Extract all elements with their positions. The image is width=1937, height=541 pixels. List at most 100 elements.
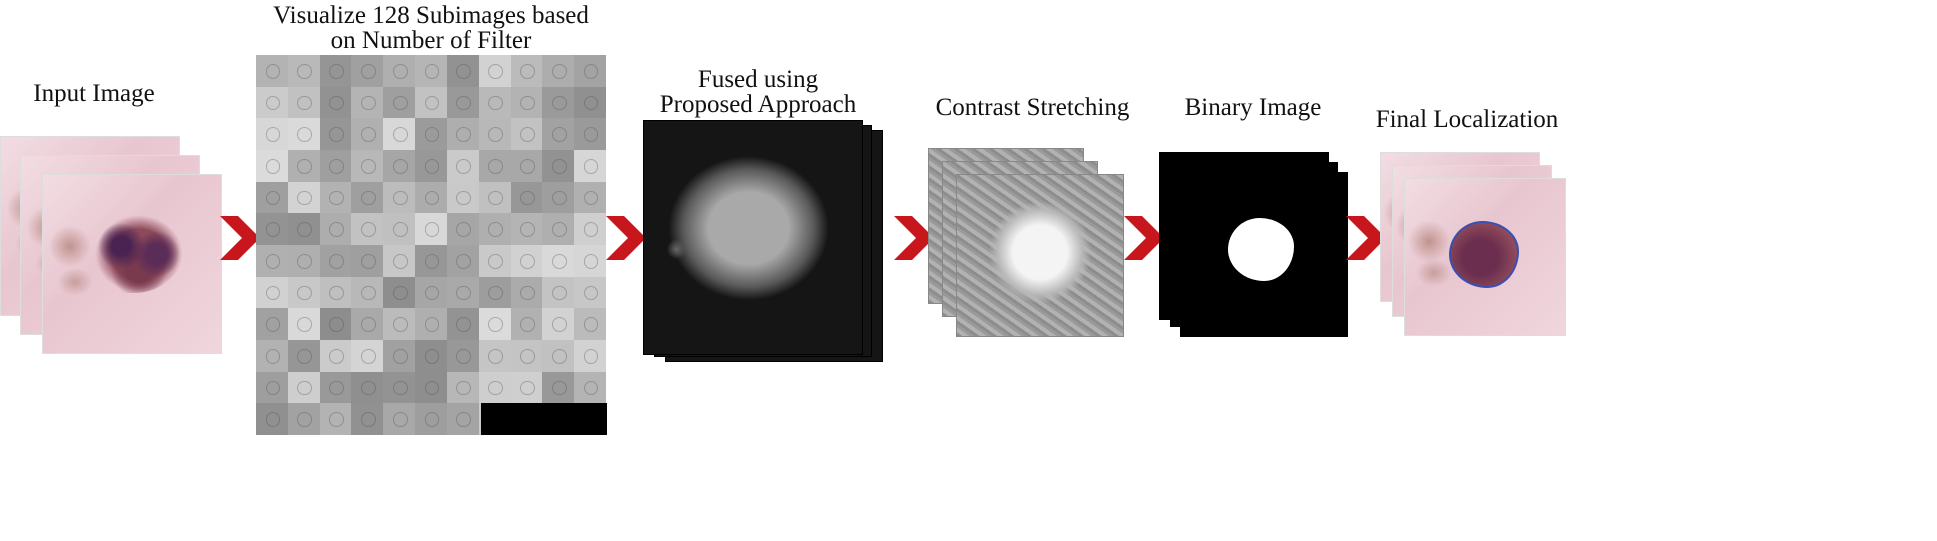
subimage-tile [415, 339, 447, 372]
subimage-tile [510, 339, 543, 372]
subimage-tile [287, 118, 320, 150]
subimage-tile [415, 55, 447, 87]
subimage-tile [446, 308, 479, 340]
subimage-tile [415, 86, 447, 119]
subimage-tile [351, 86, 384, 119]
subimage-tile [351, 213, 384, 245]
label-fused-line2: Proposed Approach [659, 91, 857, 118]
subimage-tile [478, 308, 511, 340]
subimage-tile [256, 308, 288, 340]
subimage-tile [319, 118, 352, 150]
subimage-tile [478, 213, 511, 245]
subimage-tile [574, 244, 606, 277]
label-contrast-stretching: Contrast Stretching [935, 94, 1130, 121]
subimage-tile [415, 181, 447, 214]
subimage-tile [574, 86, 606, 119]
lesion-region [95, 215, 183, 293]
subimage-tile [574, 371, 606, 404]
subimage-tile [351, 276, 384, 309]
subimage-tile [574, 55, 606, 87]
subimage-tile [383, 118, 416, 150]
subimage-mosaic [256, 55, 606, 435]
subimage-tile [415, 213, 447, 245]
subimage-tile [542, 118, 575, 150]
subimage-tile [351, 403, 384, 435]
subimage-tile [287, 55, 320, 87]
subimage-tile [510, 149, 543, 182]
subimage-tile [478, 118, 511, 150]
subimage-tile [478, 149, 511, 182]
subimage-tile [446, 118, 479, 150]
subimage-tile [256, 149, 288, 182]
arrow-chevron-icon-3 [894, 216, 934, 260]
subimage-tile [446, 86, 479, 119]
subimage-tile [256, 244, 288, 277]
subimage-tile [256, 55, 288, 87]
binary-mask-region [1228, 218, 1294, 281]
subimage-tile [446, 55, 479, 87]
label-binary-image: Binary Image [1184, 94, 1322, 121]
subimage-tile [383, 403, 416, 435]
subimage-tile [542, 55, 575, 87]
subimage-tile [287, 181, 320, 214]
subimage-tile [287, 276, 320, 309]
subimage-tile [542, 276, 575, 309]
subimage-tile [319, 244, 352, 277]
subimage-tile [319, 371, 352, 404]
subimage-tile [287, 149, 320, 182]
subimage-tile [446, 403, 479, 435]
subimage-tile [478, 86, 511, 119]
subimage-tile [287, 339, 320, 372]
subimage-tile [319, 55, 352, 87]
subimage-tile [415, 244, 447, 277]
subimage-tile [256, 371, 288, 404]
subimage-tile [415, 403, 447, 435]
subimage-tile [574, 118, 606, 150]
subimage-tile [415, 371, 447, 404]
subimage-tile [351, 244, 384, 277]
subimage-tile [510, 181, 543, 214]
subimage-tile [256, 118, 288, 150]
subimage-tile [510, 55, 543, 87]
subimage-tile [383, 149, 416, 182]
subimage-tile [478, 371, 511, 404]
subimage-tile [256, 339, 288, 372]
subimage-tile [351, 55, 384, 87]
subimage-tile [287, 403, 320, 435]
subimage-tile [510, 213, 543, 245]
subimage-tile [510, 118, 543, 150]
subimage-tile [446, 371, 479, 404]
subimage-tile [256, 276, 288, 309]
subimage-tile [319, 181, 352, 214]
contrast-layer-front [956, 174, 1124, 337]
subimage-tile [383, 308, 416, 340]
subimage-tile [256, 213, 288, 245]
arrow-chevron-icon-2 [606, 216, 646, 260]
subimage-tile [478, 55, 511, 87]
subimage-tile [542, 86, 575, 119]
label-visualize-subimages-line2: on Number of Filter [330, 27, 532, 54]
label-final-localization: Final Localization [1375, 106, 1559, 133]
subimage-tile [383, 339, 416, 372]
subimage-tile [574, 213, 606, 245]
subimage-tile [446, 339, 479, 372]
subimage-tile [542, 213, 575, 245]
subimage-tile [510, 371, 543, 404]
subimage-tile [383, 371, 416, 404]
mosaic-empty-region [481, 403, 607, 435]
subimage-tile [256, 86, 288, 119]
subimage-tile [415, 118, 447, 150]
subimage-tile [446, 181, 479, 214]
subimage-tile [287, 213, 320, 245]
subimage-tile [319, 213, 352, 245]
label-input-image: Input Image [33, 80, 155, 107]
subimage-tile [319, 339, 352, 372]
subimage-tile [287, 244, 320, 277]
subimage-tile [351, 339, 384, 372]
subimage-tile [383, 55, 416, 87]
fused-layer-front [643, 120, 863, 355]
subimage-tile [351, 371, 384, 404]
subimage-tile [574, 308, 606, 340]
arrow-chevron-icon-5 [1346, 216, 1386, 260]
subimage-tile [542, 308, 575, 340]
